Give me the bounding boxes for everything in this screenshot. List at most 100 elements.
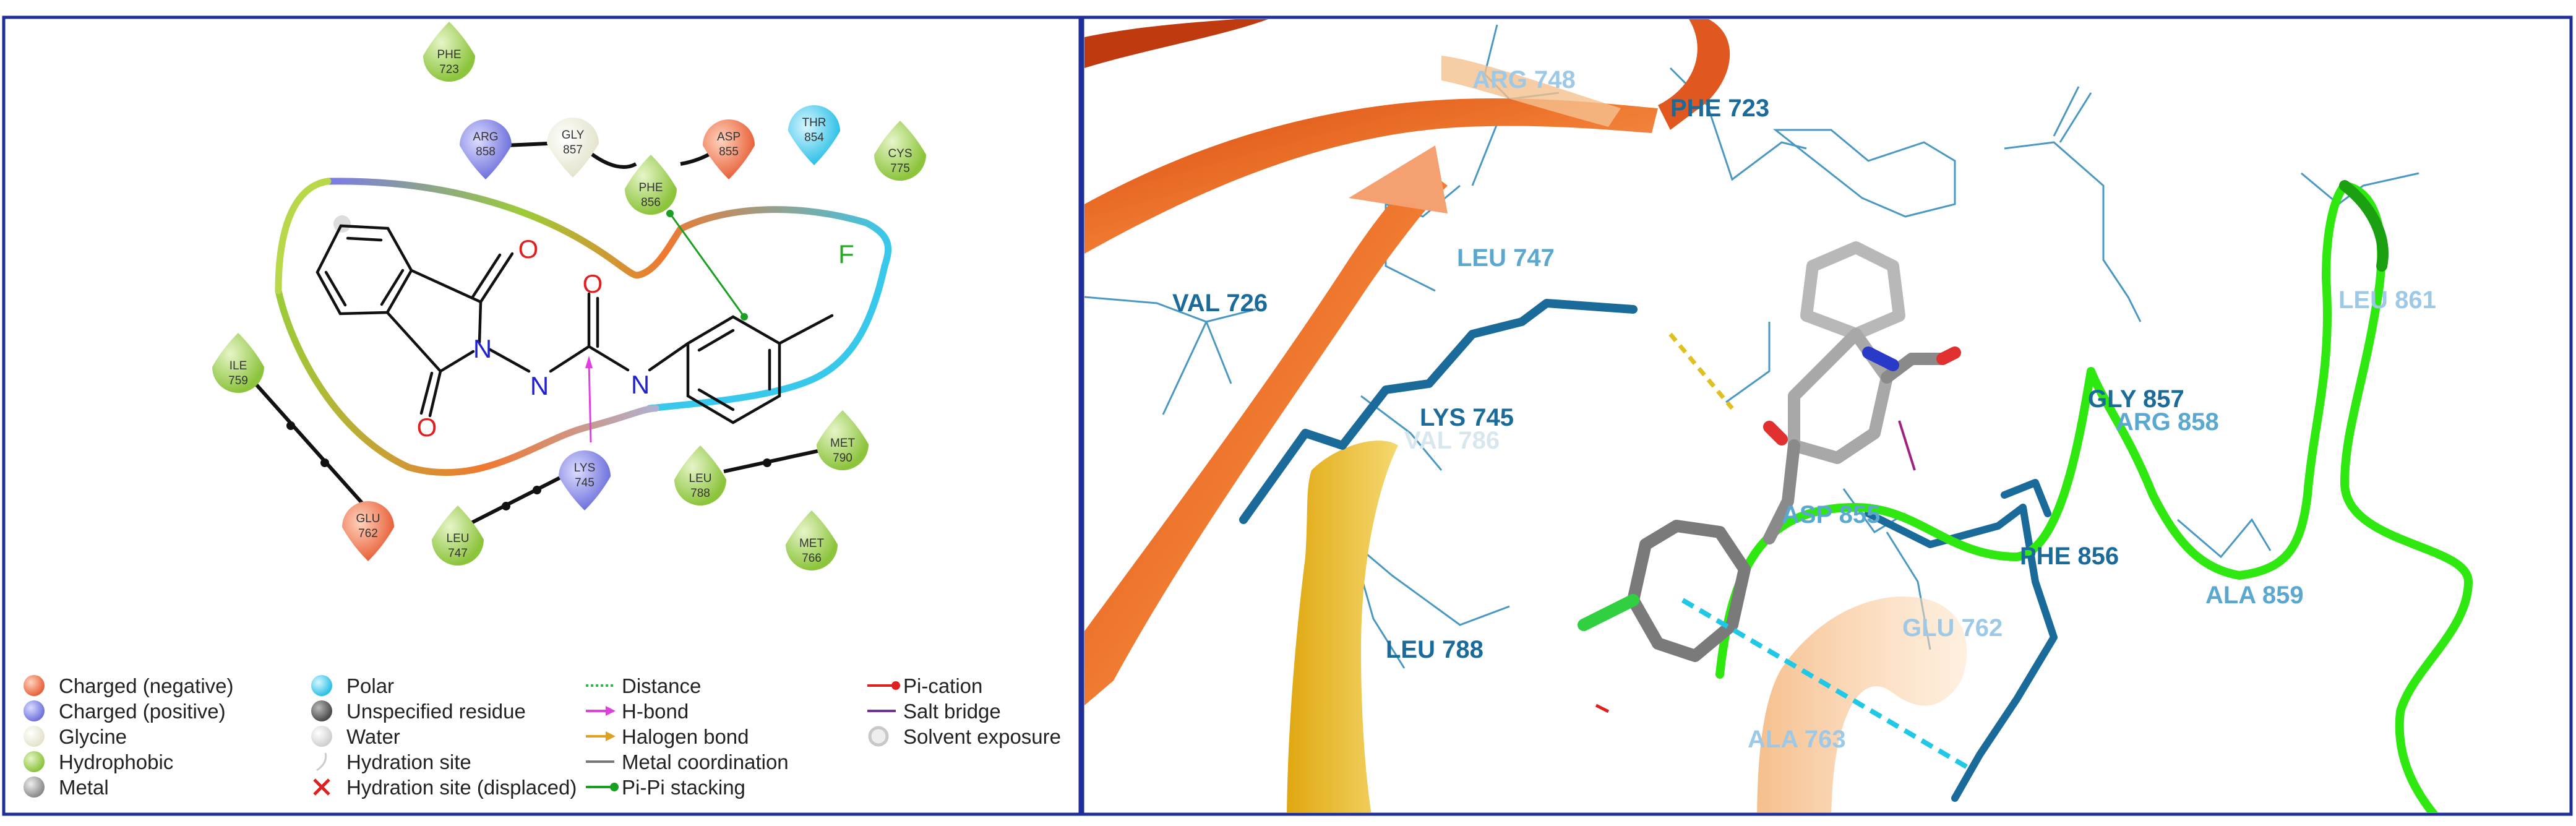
residue-name: MET <box>830 437 856 450</box>
residue-label-3d: VAL 726 <box>1172 290 1268 317</box>
legend-item: Pi-Pi stacking <box>586 776 745 799</box>
ligand-3d <box>1627 241 1949 662</box>
residue-name: LEU <box>689 472 712 485</box>
residue-shape <box>342 501 394 561</box>
legend-item: Solvent exposure <box>868 725 1061 748</box>
residue-label-3d: LYS 745 <box>1420 404 1514 431</box>
residue-label-3d: LEU 747 <box>1457 244 1555 272</box>
residue-number: 745 <box>575 476 595 489</box>
residue-number: 788 <box>690 487 710 500</box>
residue-label-3d: PHE 723 <box>1670 95 1769 122</box>
pocket-outline-right <box>646 262 888 412</box>
residue-number: 775 <box>890 162 910 175</box>
pi-pi-stacking-line <box>669 213 745 317</box>
grey-sphere-icon <box>24 777 45 798</box>
legend-item: Charged (positive) <box>24 700 226 723</box>
residue-shape <box>786 510 838 570</box>
legend-label: Metal coordination <box>622 751 789 773</box>
residue-shape <box>817 410 869 470</box>
legend-item: Water <box>311 725 400 748</box>
orange-strand-arrowhead <box>1349 145 1448 213</box>
orange-helix-end <box>1658 19 1730 130</box>
green-loop <box>1715 181 2473 812</box>
residue-name: ILE <box>230 359 247 372</box>
cyan-sphere-icon <box>311 675 332 696</box>
atom-label-o1: O <box>518 234 539 264</box>
h-bond-line <box>588 361 592 443</box>
legend-label: Halogen bond <box>622 725 749 748</box>
residue-shape <box>625 155 677 215</box>
residue-ile-759: ILE 759 <box>212 333 264 393</box>
pocket-outline-lower <box>275 287 659 476</box>
residue-number: 759 <box>228 374 248 387</box>
residue-label-3d: PHE 856 <box>2020 543 2119 570</box>
residue-label-3d: ARG 858 <box>2116 408 2219 436</box>
residue-number: 855 <box>719 145 739 158</box>
pi-pi-dashed <box>1681 598 1969 770</box>
residue-number: 857 <box>563 144 583 157</box>
legend-label: Salt bridge <box>903 700 1001 723</box>
residue-shape <box>547 118 599 178</box>
legend-item: Hydration site <box>316 751 471 773</box>
dark-grey-sphere-icon <box>311 700 332 721</box>
legend-label: H-bond <box>622 700 689 723</box>
residue-label-3d: LEU 861 <box>2338 286 2436 314</box>
residue-shape <box>212 333 264 393</box>
blue-sphere-icon <box>24 700 45 721</box>
residue-shape <box>460 119 512 179</box>
green-sphere-icon <box>24 751 45 772</box>
residue-shape <box>703 119 755 179</box>
residue-number: 762 <box>358 527 378 540</box>
atom-label-f: F <box>838 239 854 269</box>
peach-strand <box>1441 56 1621 127</box>
legend-label: Hydration site (displaced) <box>346 776 577 799</box>
pocket-outline-left <box>275 178 332 295</box>
residue-shape <box>432 505 484 566</box>
residue-label-3d: ALA 859 <box>2205 582 2304 609</box>
legend-label: Hydration site <box>346 751 471 773</box>
lys745-stick <box>1239 299 1638 524</box>
h-bond-arrowhead <box>585 356 593 368</box>
residue-label-3d: LEU 788 <box>1386 636 1483 663</box>
residue-name: MET <box>799 537 825 550</box>
residue-name: PHE <box>638 181 663 194</box>
residue-label-3d: VAL 786 <box>1404 427 1500 454</box>
residue-label-3d: GLU 762 <box>1902 614 2003 642</box>
legend-item: Pi-cation <box>867 674 982 697</box>
ligand-3d-heteroatoms <box>1578 346 1961 631</box>
residue-name: LEU <box>447 532 470 545</box>
legend-item: Metal <box>24 776 109 799</box>
legend-item: Metal coordination <box>586 751 789 773</box>
green-dot-line-icon <box>586 783 619 791</box>
white-sphere-icon <box>311 726 332 747</box>
atom-label-o2: O <box>583 269 603 298</box>
pocket-outline-upper <box>324 178 891 279</box>
residue-label-3d: ARG 748 <box>1472 66 1576 93</box>
legend-item: Hydrophobic <box>24 751 173 773</box>
residue-label-3d: ASP 855 <box>1782 501 1880 528</box>
orange-beta-strand-dark <box>1084 19 1268 68</box>
atom-label-n3: N <box>631 370 650 399</box>
legend-item: Salt bridge <box>867 700 1001 723</box>
left-panel: O O O N N N F PHE723ARG858GLY857PHE856AS… <box>2 15 1082 816</box>
residue-name: ARG <box>473 131 498 144</box>
legend-item: Glycine <box>24 725 127 748</box>
ivory-sphere-icon <box>24 726 45 747</box>
residue-layer: PHE723ARG858GLY857PHE856ASP855THR854CYS7… <box>212 22 926 570</box>
orange-beta-strand-2 <box>1084 167 1448 705</box>
legend: Charged (negative)Charged (positive)Glyc… <box>24 674 1061 799</box>
residue-leu-788: LEU 788 <box>674 445 726 505</box>
legend-label: Metal <box>59 776 109 799</box>
translucent-ribbon <box>1757 596 1967 812</box>
residue-number: 858 <box>476 145 496 158</box>
pi-pi-stacking-dot-1 <box>666 210 674 217</box>
residue-name: LYS <box>574 462 596 475</box>
green-loop-shade <box>2339 180 2389 272</box>
